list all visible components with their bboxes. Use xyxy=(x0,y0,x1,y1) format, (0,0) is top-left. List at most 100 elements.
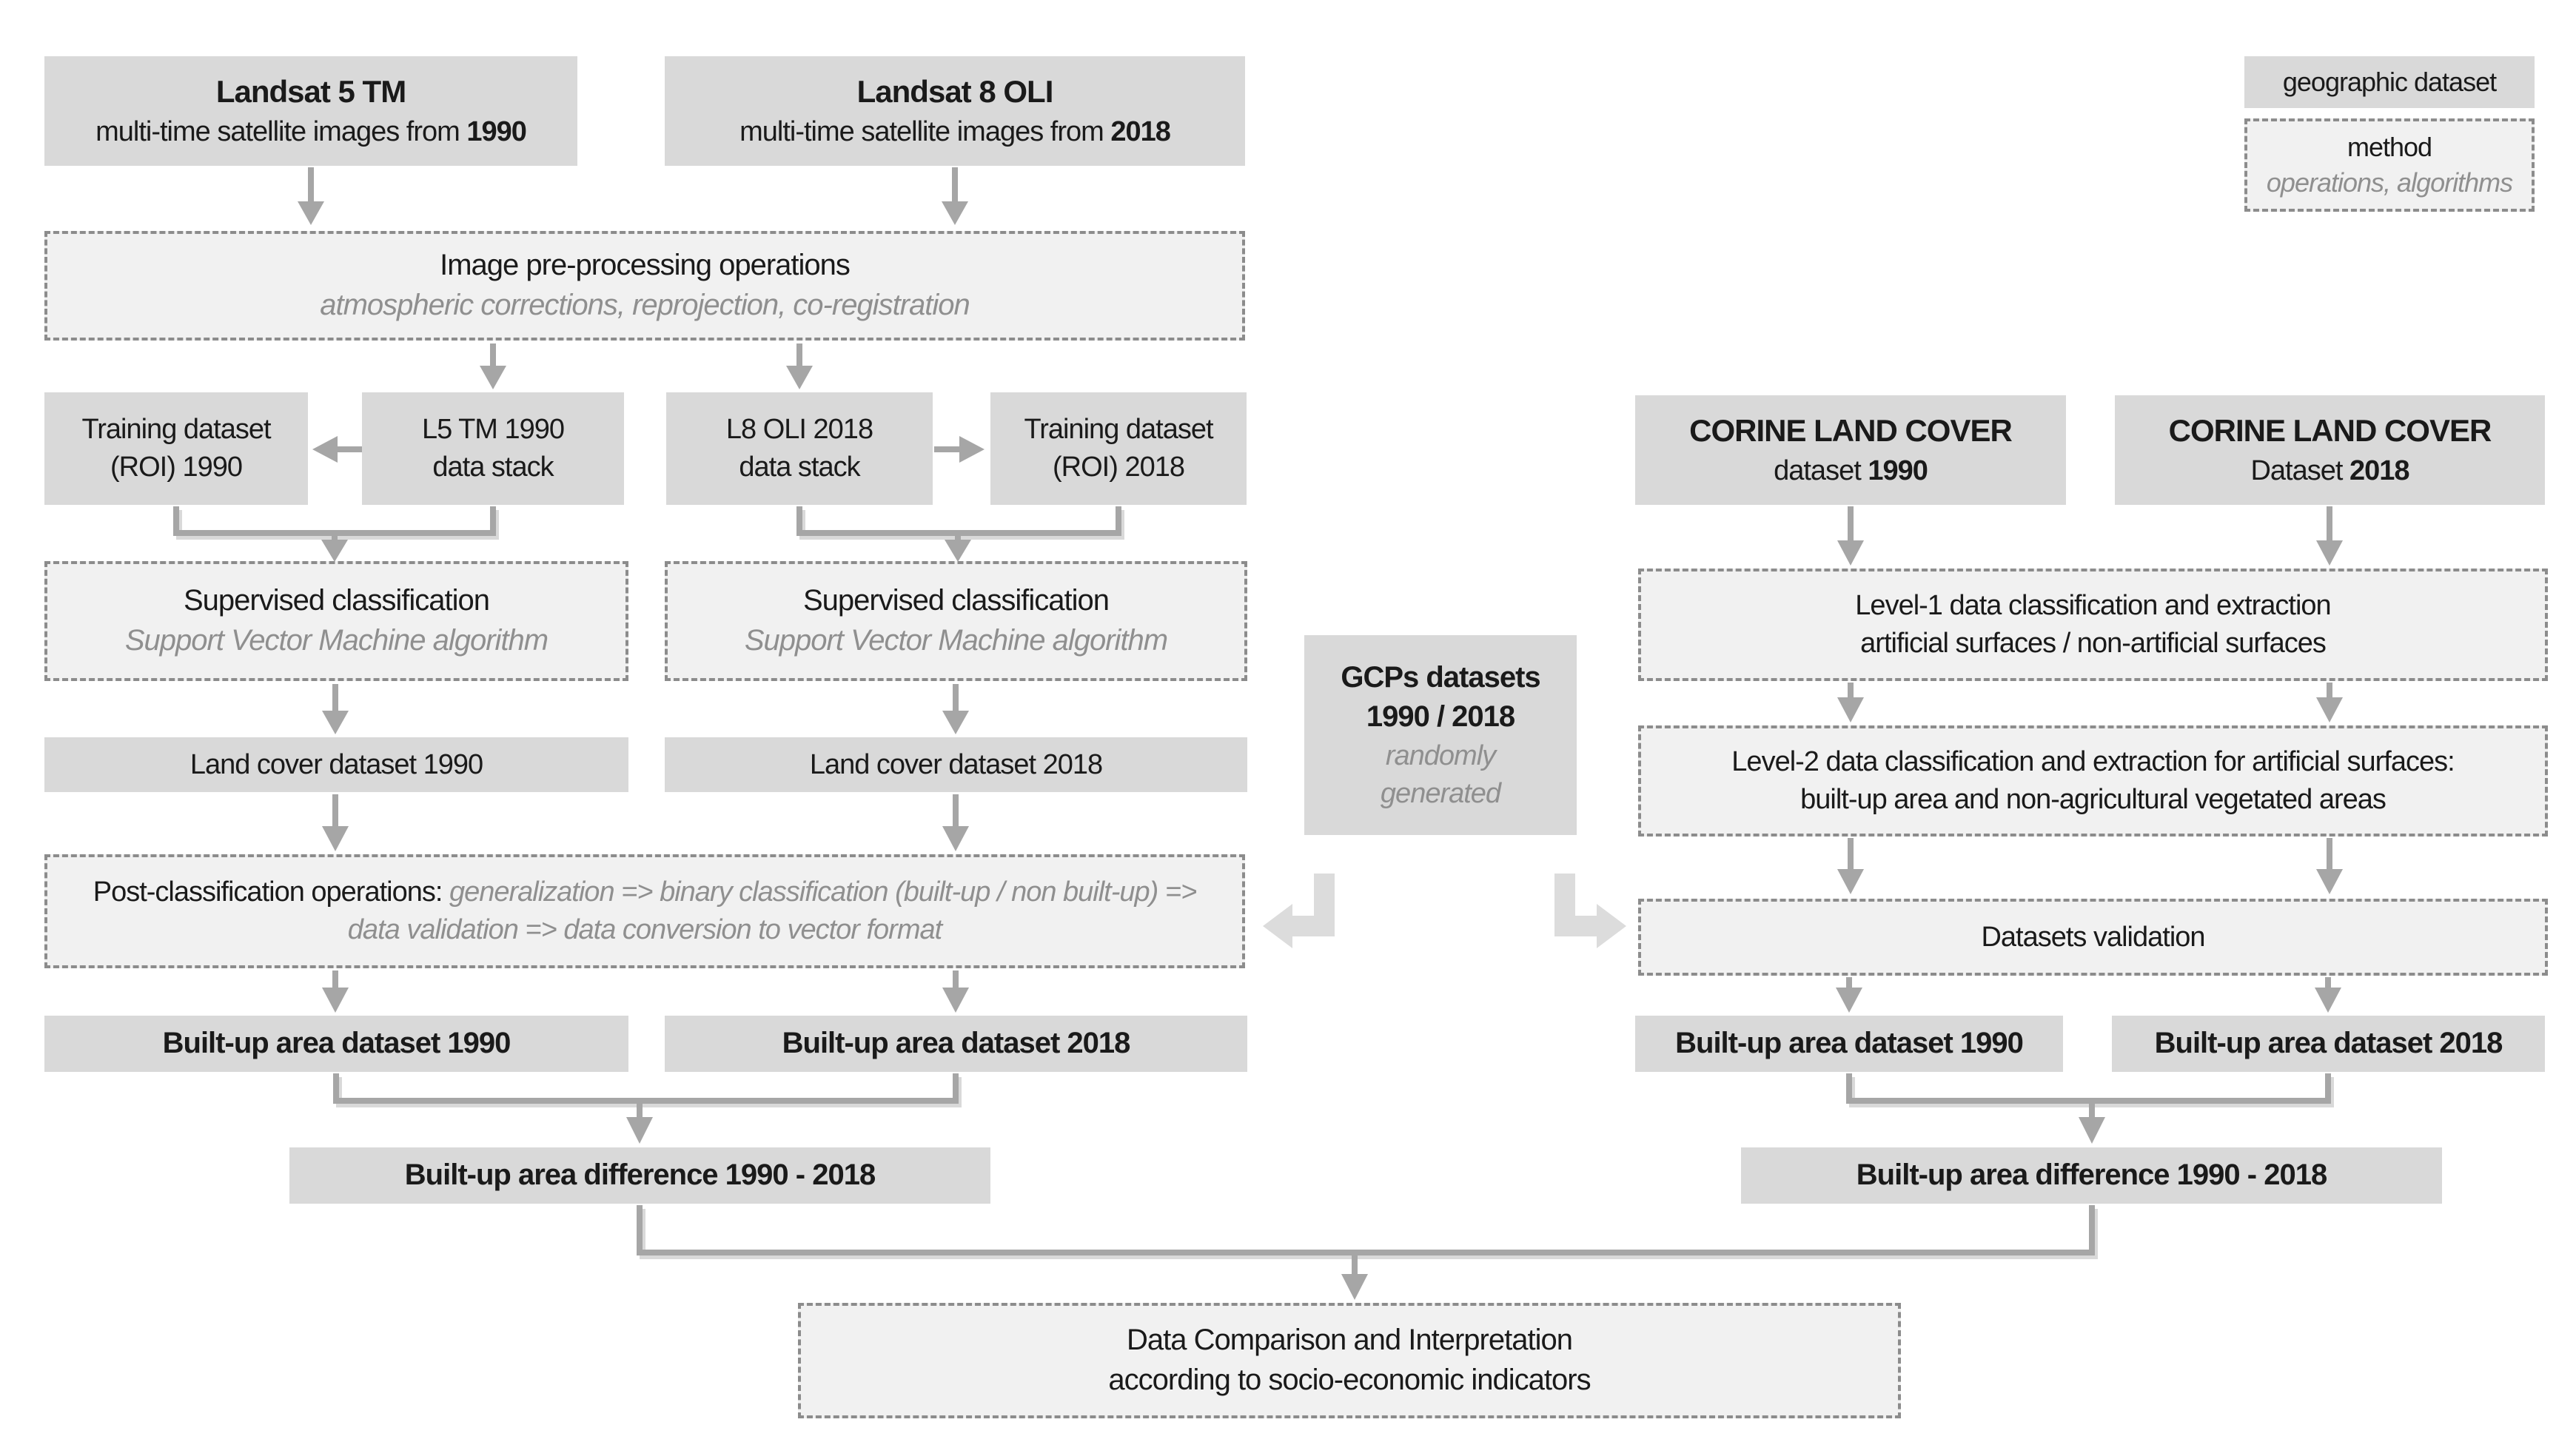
svm2018-title: Supervised classification xyxy=(803,584,1110,617)
stack2018-box: L8 OLI 2018 data stack xyxy=(666,392,933,505)
landcover1990-label: Land cover dataset 1990 xyxy=(189,748,483,780)
corine2018-title: CORINE LAND COVER xyxy=(2168,413,2492,449)
bracket-left-builtup-to-difference xyxy=(333,1073,959,1144)
training2018-line2: (ROI) 2018 xyxy=(1053,452,1185,483)
builtup2018-left-box: Built-up area dataset 2018 xyxy=(665,1016,1247,1072)
comparison-line1: Data Comparison and Interpretation xyxy=(1127,1324,1573,1357)
builtup2018-right-box: Built-up area dataset 2018 xyxy=(2112,1016,2545,1072)
arrow-svm2018-to-landcover2018 xyxy=(942,684,969,734)
legend-geographic-dataset: geographic dataset xyxy=(2244,56,2535,108)
corine1990-box: CORINE LAND COVER dataset 1990 xyxy=(1635,395,2066,505)
gcps-sub2: generated xyxy=(1380,777,1501,809)
builtup2018-left-label: Built-up area dataset 2018 xyxy=(782,1027,1131,1060)
arrow-validation-to-builtup2018-right xyxy=(2315,977,2341,1013)
level1-line2: artificial surfaces / non-artificial sur… xyxy=(1860,628,2327,659)
arrow-stack1990-to-training1990 xyxy=(312,436,362,463)
comparison-box: Data Comparison and Interpretation accor… xyxy=(798,1303,1901,1418)
svm1990-subtitle: Support Vector Machine algorithm xyxy=(124,624,549,657)
stack2018-line2: data stack xyxy=(739,452,860,483)
builtup1990-right-box: Built-up area dataset 1990 xyxy=(1635,1016,2063,1072)
merge-differences-to-comparison xyxy=(637,1205,2095,1300)
arrow-preprocessing-to-stack2018 xyxy=(786,343,813,389)
difference-right-box: Built-up area difference 1990 - 2018 xyxy=(1741,1147,2442,1204)
builtup1990-left-label: Built-up area dataset 1990 xyxy=(162,1027,511,1060)
landsat5-subtitle: multi-time satellite images from 1990 xyxy=(95,115,527,147)
arrow-stack2018-to-training2018 xyxy=(934,436,985,463)
corine2018-subtitle: Dataset 2018 xyxy=(2250,455,2409,486)
landsat8-title: Landsat 8 OLI xyxy=(856,74,1054,110)
builtup1990-right-label: Built-up area dataset 1990 xyxy=(1675,1027,2024,1060)
landsat8-subtitle: multi-time satellite images from 2018 xyxy=(739,115,1171,147)
arrow-postclassification-to-builtup2018 xyxy=(942,970,969,1013)
arrow-level2-to-validation-left xyxy=(1837,838,1864,894)
bracket-left-pair-to-svm1990 xyxy=(173,506,496,562)
stack1990-box: L5 TM 1990 data stack xyxy=(362,392,624,505)
level2-box: Level-2 data classification and extracti… xyxy=(1638,725,2548,837)
landcover2018-label: Land cover dataset 2018 xyxy=(809,748,1103,780)
arrow-preprocessing-to-stack1990 xyxy=(480,343,506,389)
stack2018-line1: L8 OLI 2018 xyxy=(725,414,873,446)
bracket-right-builtup-to-difference xyxy=(1846,1073,2331,1144)
arrow-landsat8-to-preprocessing xyxy=(942,167,968,225)
builtup1990-left-box: Built-up area dataset 1990 xyxy=(44,1016,628,1072)
landsat8-box: Landsat 8 OLI multi-time satellite image… xyxy=(665,56,1245,166)
legend-method-sublabel: operations, algorithms xyxy=(2266,167,2513,198)
validation-label: Datasets validation xyxy=(1981,921,2205,953)
arrow-corine1990-to-level1 xyxy=(1837,506,1864,566)
training1990-box: Training dataset (ROI) 1990 xyxy=(44,392,308,505)
landsat5-title: Landsat 5 TM xyxy=(215,74,406,110)
svm1990-title: Supervised classification xyxy=(184,584,490,617)
preprocessing-subtitle: atmospheric corrections, reprojection, c… xyxy=(320,289,970,321)
legend-dataset-label: geographic dataset xyxy=(2282,66,2497,97)
stack1990-line1: L5 TM 1990 xyxy=(421,414,565,446)
comparison-line2: according to socio-economic indicators xyxy=(1108,1364,1591,1396)
gcps-sub1: randomly xyxy=(1385,740,1496,771)
postclassification-prefix: Post-classification operations: xyxy=(93,876,449,908)
level1-box: Level-1 data classification and extracti… xyxy=(1638,569,2548,681)
elbow-arrow-gcps-to-postclassification xyxy=(1263,874,1335,948)
arrow-level1-to-level2-right xyxy=(2316,683,2343,722)
arrow-landcover1990-to-postclassification xyxy=(322,794,349,851)
gcps-box: GCPs datasets 1990 / 2018 randomly gener… xyxy=(1304,635,1577,835)
level1-line1: Level-1 data classification and extracti… xyxy=(1855,590,2331,622)
level2-line1: Level-2 data classification and extracti… xyxy=(1731,746,2455,778)
arrow-landsat5-to-preprocessing xyxy=(298,167,324,225)
svm1990-box: Supervised classification Support Vector… xyxy=(44,561,628,681)
landcover2018-box: Land cover dataset 2018 xyxy=(665,737,1247,792)
bracket-right-pair-to-svm2018 xyxy=(796,506,1121,562)
landsat5-box: Landsat 5 TM multi-time satellite images… xyxy=(44,56,577,166)
gcps-line2: 1990 / 2018 xyxy=(1366,700,1515,734)
difference-right-label: Built-up area difference 1990 - 2018 xyxy=(1856,1159,2327,1192)
svm2018-subtitle: Support Vector Machine algorithm xyxy=(744,624,1168,657)
difference-left-label: Built-up area difference 1990 - 2018 xyxy=(404,1159,876,1192)
difference-left-box: Built-up area difference 1990 - 2018 xyxy=(289,1147,990,1204)
stack1990-line2: data stack xyxy=(432,452,554,483)
arrow-postclassification-to-builtup1990 xyxy=(322,970,349,1013)
training1990-line1: Training dataset xyxy=(81,414,271,446)
validation-box: Datasets validation xyxy=(1638,899,2548,976)
landcover1990-box: Land cover dataset 1990 xyxy=(44,737,628,792)
elbow-arrow-gcps-to-validation xyxy=(1554,874,1626,948)
preprocessing-title: Image pre-processing operations xyxy=(440,249,851,282)
arrow-level1-to-level2-left xyxy=(1837,683,1864,722)
arrow-svm1990-to-landcover1990 xyxy=(322,684,349,734)
postclassification-detail: generalization => binary classification … xyxy=(347,876,1197,945)
builtup2018-right-label: Built-up area dataset 2018 xyxy=(2154,1027,2503,1060)
corine1990-subtitle: dataset 1990 xyxy=(1774,455,1928,486)
arrow-landcover2018-to-postclassification xyxy=(942,794,969,851)
level2-line2: built-up area and non-agricultural veget… xyxy=(1800,784,2387,815)
svm2018-box: Supervised classification Support Vector… xyxy=(665,561,1247,681)
corine2018-box: CORINE LAND COVER Dataset 2018 xyxy=(2115,395,2545,505)
gcps-line1: GCPs datasets xyxy=(1341,660,1540,694)
arrow-corine2018-to-level1 xyxy=(2316,506,2343,566)
training2018-box: Training dataset (ROI) 2018 xyxy=(990,392,1247,505)
training2018-line1: Training dataset xyxy=(1024,414,1213,446)
arrow-level2-to-validation-right xyxy=(2316,838,2343,894)
postclassification-box: Post-classification operations: generali… xyxy=(44,854,1245,968)
corine1990-title: CORINE LAND COVER xyxy=(1689,413,2013,449)
arrow-validation-to-builtup1990-right xyxy=(1836,977,1862,1013)
legend-method: method operations, algorithms xyxy=(2244,118,2535,212)
postclassification-text: Post-classification operations: generali… xyxy=(67,874,1222,949)
